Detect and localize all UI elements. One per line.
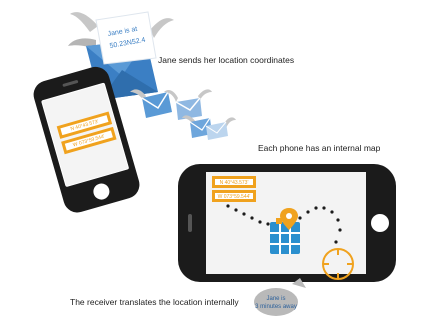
flying-envelope-icon (130, 89, 172, 118)
location-note-card (95, 11, 157, 65)
caption-receiver-translates: The receiver translates the location int… (70, 297, 239, 307)
flying-envelope-icon (164, 89, 212, 120)
city-map-icon (270, 218, 300, 254)
map-route (226, 204, 342, 244)
flying-envelope-icon (205, 117, 236, 140)
bubble-line-1: Jane is (266, 296, 285, 302)
receiver-longitude-box: W 073°59.544' (212, 190, 256, 202)
flying-envelope-icon (182, 115, 212, 138)
caption-sends-location: Jane sends her location coordinates (158, 55, 295, 65)
receiver-latitude-box: N 40°43.573' (212, 176, 256, 188)
location-pin-icon (280, 208, 298, 230)
bubble-line-2: 3 minutes away (255, 304, 297, 310)
receiver-latitude: N 40°43.573' (219, 180, 249, 186)
receiver-coordinate-panel: N 40°43.573' W 073°59.544' (212, 176, 258, 206)
target-crosshair-icon (322, 248, 354, 280)
eta-speech-bubble (254, 278, 306, 316)
caption-internal-map: Each phone has an internal map (258, 143, 381, 153)
receiver-longitude: W 073°59.544' (217, 194, 251, 200)
